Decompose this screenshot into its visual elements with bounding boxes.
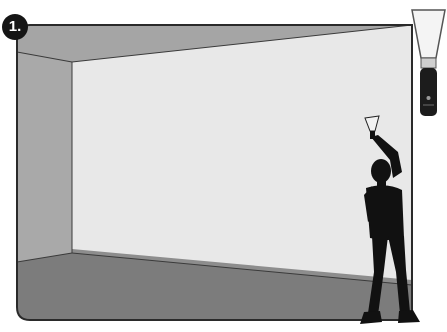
step-number-badge: 1. [2,14,28,40]
back-wall [72,25,412,285]
putty-knife-icon [412,10,445,116]
left-wall [17,52,72,262]
